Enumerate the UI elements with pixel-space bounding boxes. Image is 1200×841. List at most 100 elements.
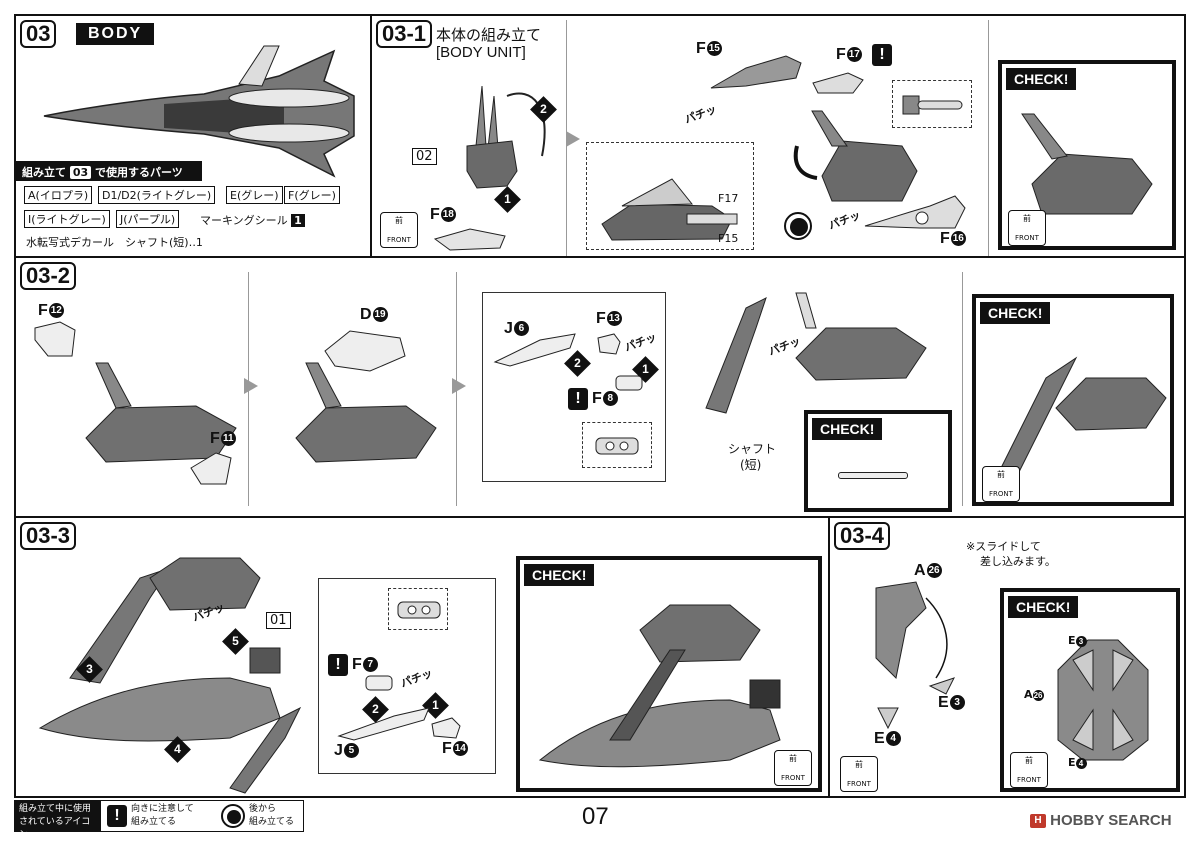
slide-note-2: 差し込みます。 — [980, 555, 1056, 568]
part-f13-illustration — [597, 333, 621, 355]
step-2-marker: 2 — [564, 350, 591, 377]
checked-assembly-illustration — [995, 356, 1167, 479]
d19-letter: D — [360, 306, 372, 323]
watermark: H HOBBY SEARCH — [1030, 812, 1172, 829]
f11-num: 11 — [220, 431, 236, 447]
pin-detail-illustration — [902, 95, 963, 115]
checked-assembly-illustration — [538, 604, 781, 768]
e3-num: 3 — [949, 695, 965, 711]
part-a26-illustration — [875, 581, 948, 680]
detail-label-f15: F15 — [718, 232, 739, 245]
legend-later-line1: 後から — [249, 804, 277, 814]
f14-letter: F — [442, 740, 452, 757]
divider — [988, 20, 989, 256]
step-title-jp: 本体の組み立て — [436, 27, 542, 44]
detail-inset — [892, 80, 972, 128]
legend-later-line2: 組み立てる — [249, 817, 295, 827]
wing-assembly-illustration — [705, 292, 927, 414]
part-label-01: 01 — [266, 612, 291, 629]
front-en: FRONT — [847, 780, 871, 788]
shaft-label: シャフト — [728, 442, 777, 456]
part-f7-illustration — [365, 675, 393, 691]
f8-letter: F — [592, 390, 602, 407]
front-en: FRONT — [1017, 776, 1041, 784]
j6-letter: J — [504, 320, 513, 337]
parts-header-num: 03 — [69, 166, 92, 179]
orientation-warning-icon: ! — [872, 44, 892, 66]
f18-num: 18 — [440, 207, 456, 223]
step-2-marker: 2 — [530, 96, 557, 123]
f7-num: 7 — [362, 657, 378, 673]
decal-line: 水転写式デカール シャフト(短)‥1 — [26, 236, 203, 249]
part-f12-illustration — [34, 321, 76, 357]
legend-title: 組み立て中に使用 されているアイコン — [15, 801, 101, 840]
legend-orientation-line1: 向きに注意して — [131, 804, 194, 814]
check-label: CHECK! — [980, 302, 1051, 324]
shaft-length-label: (短) — [740, 458, 762, 472]
part-f14-illustration — [431, 717, 461, 739]
d19-num: 19 — [372, 307, 388, 323]
detail-inset — [586, 142, 754, 250]
marking-label: マーキングシール 1 — [200, 212, 305, 228]
f16-letter: F — [940, 230, 950, 247]
orientation-warning-icon: ! — [328, 654, 348, 676]
f13-letter: F — [596, 310, 606, 327]
e4-letter: E — [1068, 756, 1076, 769]
legend-title-line2: されているアイコン — [19, 817, 91, 840]
part-d19-illustration — [324, 330, 406, 372]
j6-num: 6 — [513, 321, 529, 337]
legend-orientation-line2: 組み立てる — [131, 817, 177, 827]
front-jp: 前 — [997, 470, 1005, 479]
section-title: BODY — [76, 23, 155, 45]
part-f11-illustration — [190, 452, 232, 485]
part-f8-illustration — [615, 375, 643, 391]
fuselage-assembly-illustration — [38, 557, 302, 794]
orientation-warning-icon: ! — [568, 388, 588, 410]
part-e4-illustration — [877, 707, 899, 730]
part-label-02: 02 — [412, 148, 437, 165]
detail-inset — [318, 578, 496, 774]
step-tag: 03-3 — [20, 522, 77, 550]
assemble-later-icon — [784, 212, 812, 240]
parts-header-suffix: で使用するパーツ — [95, 166, 183, 179]
part-f17-illustration — [812, 72, 864, 94]
e3-letter: E — [938, 694, 949, 711]
step-1-marker: 1 — [494, 186, 521, 213]
step-tag: 03-4 — [834, 522, 891, 550]
next-arrow-icon — [244, 378, 258, 394]
e3-num: 3 — [1075, 636, 1087, 647]
e4-num: 4 — [885, 731, 901, 747]
f12-num: 12 — [48, 303, 64, 319]
part-runner-f: F(グレー) — [284, 186, 340, 204]
shaft-illustration — [838, 472, 908, 479]
check-label-a26: A26 — [1024, 688, 1044, 701]
f16-num: 16 — [950, 231, 966, 247]
f15-num: 15 — [706, 41, 722, 57]
body-unit-illustration — [295, 362, 437, 463]
body-unit-illustration — [85, 362, 237, 463]
next-arrow-icon — [566, 131, 580, 147]
orientation-warning-icon: ! — [107, 805, 127, 827]
f13-num: 13 — [606, 311, 622, 327]
legend-title-line1: 組み立て中に使用 — [19, 804, 92, 814]
watermark-logo-icon: H — [1030, 814, 1046, 829]
part-j5-illustration — [337, 707, 430, 741]
icon-legend: 組み立て中に使用 されているアイコン ! 向きに注意して 組み立てる 後から 組… — [14, 800, 304, 840]
legend-item-orientation: 向きに注意して 組み立てる — [131, 803, 194, 829]
part-runner-e: E(グレー) — [226, 186, 283, 204]
f12-letter: F — [38, 302, 48, 319]
